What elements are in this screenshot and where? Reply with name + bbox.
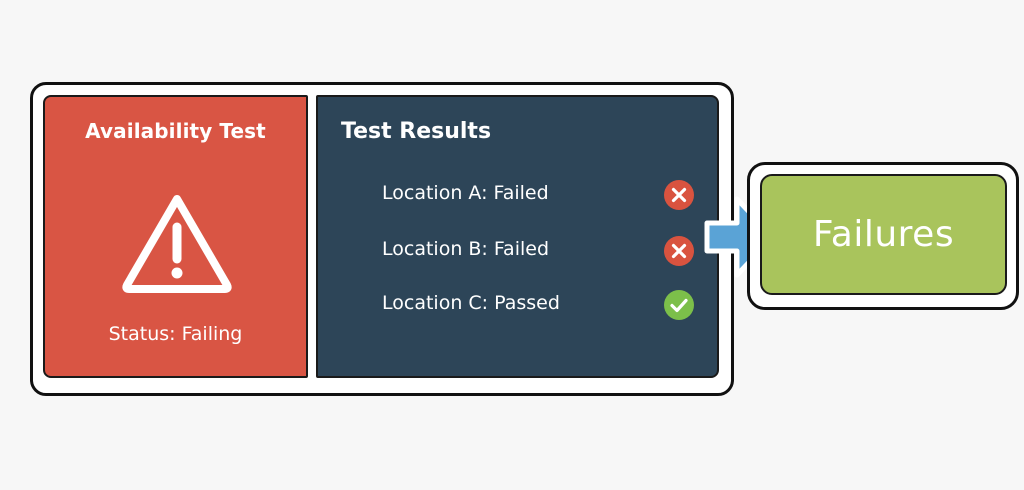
availability-test-panel: Availability Test Status: Failing [43,95,308,378]
failures-box: Failures [760,174,1007,295]
result-label-location-b: Location B: Failed [382,238,550,260]
availability-test-frame: Availability Test Status: Failing Test R… [30,82,734,396]
x-circle-icon [664,180,694,210]
status-text: Status: Failing [108,323,243,345]
test-results-panel: Test Results Location A: Failed Location… [316,95,719,378]
result-label-location-c: Location C: Passed [382,292,560,314]
x-circle-icon [664,236,694,266]
failures-frame: Failures [747,162,1019,310]
failures-label: Failures [812,214,955,255]
result-row-location-b: Location B: Failed [382,235,702,267]
result-row-location-c: Location C: Passed [382,289,702,321]
availability-test-title: Availability Test [85,119,266,143]
warning-triangle-icon [122,195,232,293]
test-results-title: Test Results [341,119,492,144]
result-row-location-a: Location A: Failed [382,179,702,211]
result-label-location-a: Location A: Failed [382,182,549,204]
check-circle-icon [664,290,694,320]
